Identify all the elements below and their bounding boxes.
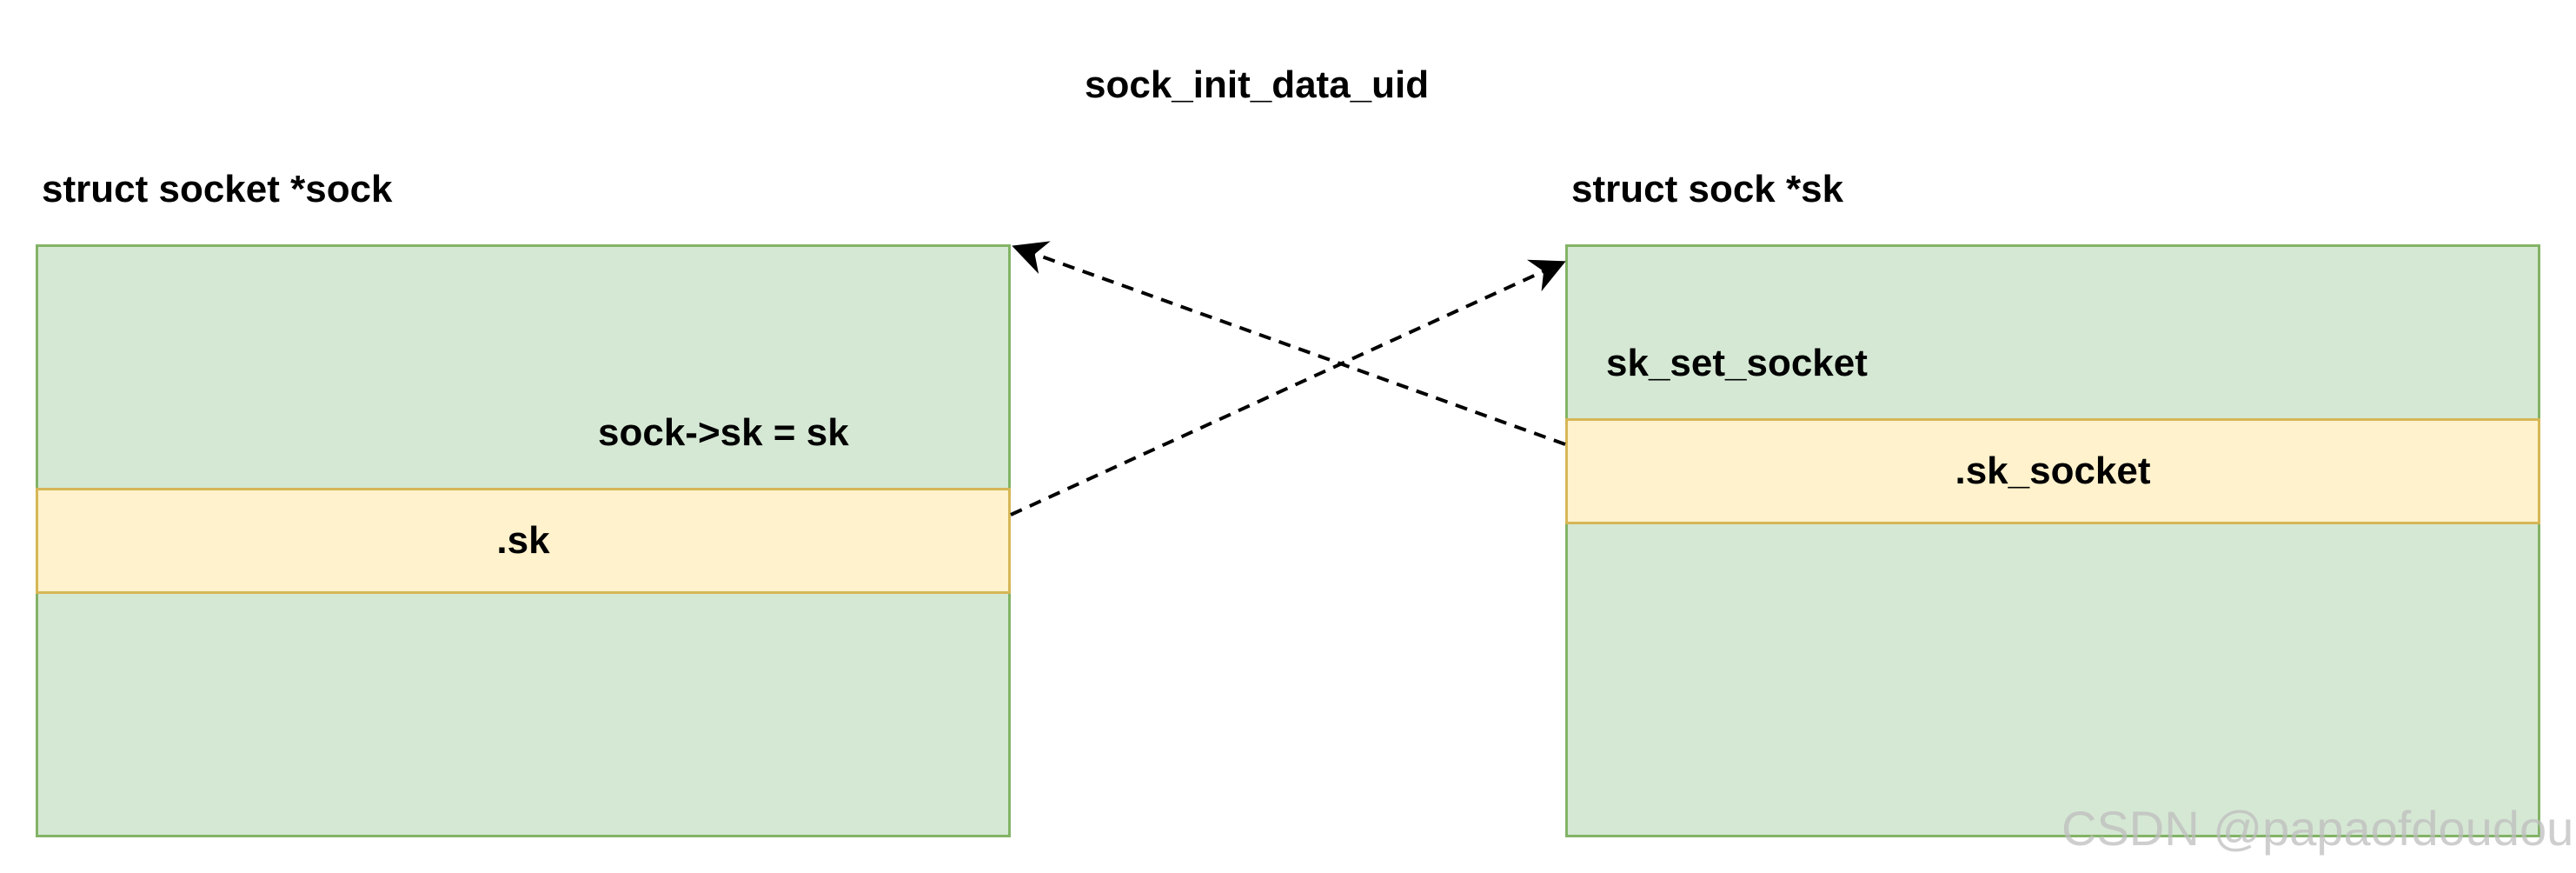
sk-field-label: .sk — [496, 519, 550, 562]
sk-socket-field-label: .sk_socket — [1955, 450, 2151, 492]
diagram-title: sock_init_data_uid — [1085, 63, 1430, 106]
sock-struct-box — [1565, 244, 2540, 837]
sk-socket-field: .sk_socket — [1565, 418, 2540, 524]
right-struct-title: struct sock *sk — [1571, 168, 1844, 210]
sk-to-sock-arrow — [1010, 259, 1566, 516]
function-label: sk_set_socket — [1606, 342, 1868, 384]
sk-field: .sk — [36, 488, 1011, 594]
watermark: CSDN @papaofdoudou — [2061, 801, 2574, 856]
assignment-label: sock->sk = sk — [598, 411, 849, 454]
left-struct-title: struct socket *sock — [42, 168, 393, 210]
sk-socket-to-socket-arrow — [1012, 241, 1566, 446]
